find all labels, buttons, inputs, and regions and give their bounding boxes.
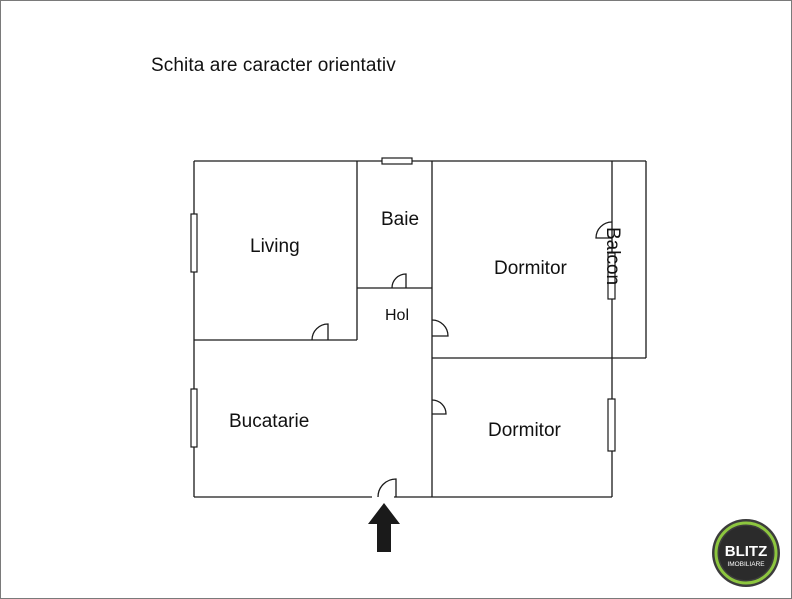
room-label-dormitor-top: Dormitor xyxy=(494,258,567,279)
window-living xyxy=(190,213,198,273)
room-label-hol: Hol xyxy=(385,307,410,324)
room-label-baie: Baie xyxy=(381,209,420,230)
room-label-balcon: Balcon xyxy=(602,227,623,286)
window-dormitor-bottom xyxy=(607,398,616,452)
window-bucatarie xyxy=(190,388,198,448)
door-balcon xyxy=(595,221,613,239)
disclaimer-note: Schita are caracter orientativ xyxy=(151,55,396,76)
arrow-up-icon xyxy=(368,503,400,552)
room-label-dormitor-bottom: Dormitor xyxy=(488,420,561,441)
door-baie xyxy=(391,273,407,289)
window-baie xyxy=(381,157,413,165)
room-label-bucatarie: Bucatarie xyxy=(229,411,310,432)
logo-tagline: IMOBILIARE xyxy=(727,561,765,568)
logo-name: BLITZ xyxy=(725,543,768,560)
door-dormitor-bottom xyxy=(431,399,447,415)
blitz-logo: BLITZ IMOBILIARE xyxy=(712,519,780,587)
door-hol-dormitor xyxy=(431,319,449,337)
room-label-living: Living xyxy=(250,236,300,257)
window-dormitor-top xyxy=(607,252,616,300)
door-living xyxy=(311,323,329,341)
door-entrance xyxy=(377,478,397,498)
